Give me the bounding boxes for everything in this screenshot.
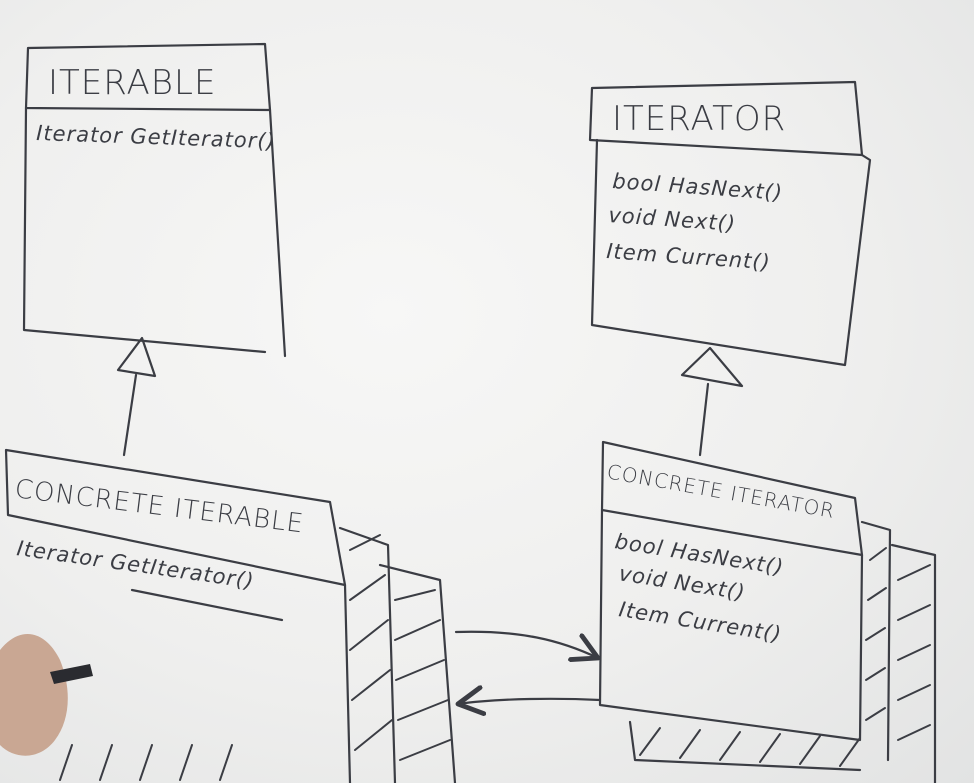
concrete-iterable-method-0: Iterator GetIterator() xyxy=(15,536,256,593)
concrete-iterator-method-2: Item Current() xyxy=(617,597,783,646)
iterator-method-2: Item Current() xyxy=(606,239,772,274)
concrete-iterator-class-box: CONCRETE ITERATOR bool HasNext() void Ne… xyxy=(598,440,864,742)
iterator-title: ITERATOR xyxy=(612,99,786,139)
marker-pen xyxy=(50,664,93,684)
iterable-method-0: Iterator GetIterator() xyxy=(36,121,276,153)
iterator-method-0: bool HasNext() xyxy=(612,169,784,205)
inheritance-arrow-right xyxy=(680,346,744,457)
arrow-iterator-to-iterable xyxy=(458,699,602,704)
concrete-iterator-stack xyxy=(628,520,937,783)
iterable-title: ITERABLE xyxy=(48,63,216,103)
presenter-hand xyxy=(0,633,93,756)
iterator-body xyxy=(590,138,872,367)
iterator-method-1: void Next() xyxy=(608,203,737,236)
underline xyxy=(130,588,284,622)
concrete-iterable-title: CONCRETE ITERABLE xyxy=(13,474,306,539)
concrete-iterable-stack xyxy=(59,526,457,783)
arrow-iterable-to-iterator xyxy=(454,630,598,658)
inheritance-arrow-left xyxy=(116,336,157,457)
concrete-iterator-body xyxy=(598,508,864,742)
iterable-body xyxy=(22,106,287,358)
iterable-class-box: ITERABLE Iterator GetIterator() xyxy=(22,42,287,358)
iterator-class-box: ITERATOR bool HasNext() void Next() Item… xyxy=(588,80,872,367)
